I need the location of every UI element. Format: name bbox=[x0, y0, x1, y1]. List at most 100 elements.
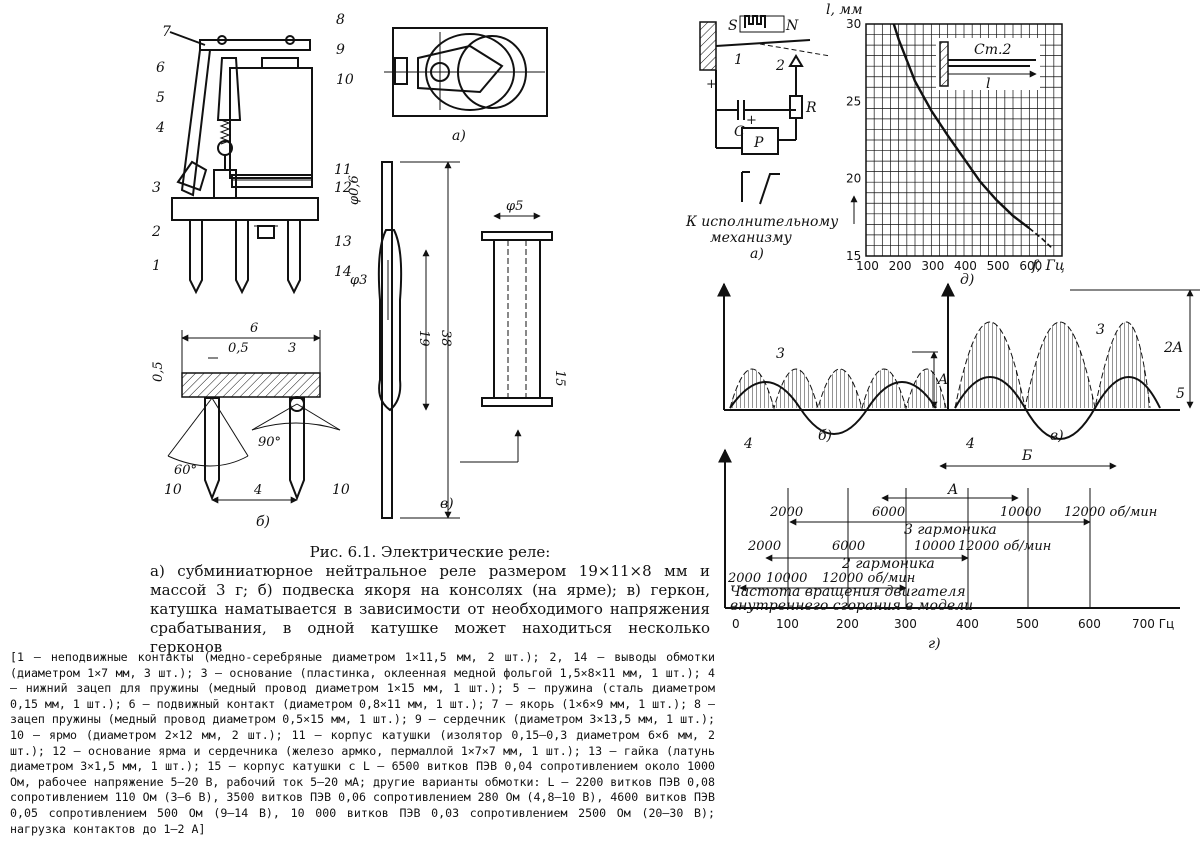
h3-12000: 12000 об/мин bbox=[958, 539, 1051, 554]
y-tick-label: 30 bbox=[846, 17, 861, 31]
h2-12000: 12000 об/мин bbox=[822, 571, 915, 586]
x-tick-label: 600 bbox=[1019, 259, 1042, 273]
harm3-label: 3 гармоника bbox=[904, 522, 997, 538]
wave-v-label-2A: 2A bbox=[1163, 340, 1183, 356]
series-line bbox=[892, 23, 1031, 230]
axis-700: 700 Гц bbox=[1132, 617, 1174, 631]
x-tick-label: 300 bbox=[921, 259, 944, 273]
inset-label-l: l bbox=[986, 76, 990, 92]
series-line-extrapolated bbox=[1028, 227, 1053, 249]
dim-phi06: φ0,6 bbox=[347, 175, 362, 205]
relay-top-view: а) bbox=[384, 27, 548, 144]
label-7: 7 bbox=[162, 24, 171, 40]
label-8: 8 bbox=[336, 12, 345, 28]
label-13: 13 bbox=[334, 234, 352, 250]
sub-v-reed: в) bbox=[440, 496, 454, 512]
h1-2000: 2000 bbox=[769, 505, 803, 520]
label-9: 9 bbox=[336, 42, 345, 58]
chart-xlabel: f, Гц bbox=[1031, 258, 1065, 274]
battery-plus: + bbox=[706, 77, 717, 92]
chart-line bbox=[892, 23, 1053, 249]
x-tick-label: 100 bbox=[856, 259, 879, 273]
circuit-caption-1: К исполнительному bbox=[685, 214, 839, 230]
suspension-drawing: 6 0,5 0,5 3 60° 90° 4 10 10 б) bbox=[151, 321, 350, 530]
circuit-caption-2: механизму bbox=[710, 230, 793, 246]
harm2-label: 2 гармоника bbox=[841, 556, 935, 572]
dim-15: 15 bbox=[552, 370, 567, 387]
chart-ylabel: l, мм bbox=[826, 2, 863, 18]
axis-100: 100 bbox=[776, 617, 799, 631]
dim-3: 3 bbox=[288, 341, 296, 356]
dim-4: 4 bbox=[253, 483, 262, 498]
capacitor-plus: + bbox=[746, 113, 757, 128]
relay-drawing bbox=[169, 31, 319, 295]
magnet-N: N bbox=[785, 18, 799, 34]
reed-switch-drawing: φ0,6 φ3 19 38 φ5 15 в) bbox=[347, 161, 567, 519]
frequency-scale: Б A 2000 6000 10000 12000 об/мин 3 гармо… bbox=[718, 448, 1180, 652]
sub-d-chart: д) bbox=[960, 272, 974, 288]
magnet-S: S bbox=[728, 18, 738, 34]
label-1: 1 bbox=[152, 258, 161, 274]
wave-b-label-4: 4 bbox=[743, 436, 753, 452]
y-tick-label: 25 bbox=[846, 94, 861, 108]
chart-grid bbox=[865, 23, 1063, 257]
motor-label-2: внутреннего сгорания в модели bbox=[730, 598, 973, 614]
scale-A: A bbox=[946, 482, 958, 498]
label-5: 5 bbox=[156, 90, 165, 106]
contact-2: 2 bbox=[775, 58, 785, 74]
part-10-right: 10 bbox=[332, 482, 350, 498]
resistor-R: R bbox=[805, 100, 817, 116]
label-4: 4 bbox=[155, 120, 165, 136]
reed-circuit: S N 1 2 R + C + P К исполнительному меха… bbox=[685, 15, 839, 262]
h3-2000: 2000 bbox=[747, 539, 781, 554]
y-tick-label: 20 bbox=[846, 172, 861, 186]
sub-g-scale: г) bbox=[928, 636, 941, 652]
figure-caption: Рис. 6.1. Электрические реле: а) субмини… bbox=[150, 543, 710, 657]
chart-inset: Ст.2 l bbox=[936, 38, 1040, 92]
label-10: 10 bbox=[336, 72, 354, 88]
h1-6000: 6000 bbox=[872, 505, 905, 520]
h1-10000: 10000 bbox=[1000, 505, 1041, 520]
caption-title: Рис. 6.1. Электрические реле: bbox=[309, 543, 551, 561]
y-tick-label: 15 bbox=[846, 249, 861, 263]
sub-a-top: а) bbox=[452, 128, 466, 144]
axis-300: 300 bbox=[894, 617, 917, 631]
h2-2000: 2000 bbox=[727, 571, 761, 586]
angle-60: 60° bbox=[174, 463, 197, 478]
label-3: 3 bbox=[152, 180, 161, 196]
sub-v-wave: в) bbox=[1050, 428, 1064, 444]
sub-a-circuit: а) bbox=[750, 246, 764, 262]
scale-B: Б bbox=[1021, 448, 1032, 464]
inset-label-st2: Ст.2 bbox=[974, 42, 1011, 58]
axis-400: 400 bbox=[956, 617, 979, 631]
waveforms: 3 4 A б) 3 4 2A 5 в) bbox=[717, 282, 1200, 452]
relay-P: P bbox=[753, 135, 764, 151]
dim-05: 0,5 bbox=[228, 341, 249, 356]
wave-v-label-5: 5 bbox=[1176, 386, 1185, 402]
label-11: 11 bbox=[334, 162, 352, 178]
dim-38: 38 bbox=[438, 330, 453, 347]
axis-500: 500 bbox=[1016, 617, 1039, 631]
wave-b-label-3: 3 bbox=[776, 346, 785, 362]
h3-6000: 6000 bbox=[832, 539, 865, 554]
capacitor-C: C bbox=[734, 124, 745, 140]
part-10-left: 10 bbox=[164, 482, 182, 498]
motor-label-1: Частота вращения двигателя bbox=[730, 584, 966, 600]
x-tick-label: 400 bbox=[954, 259, 977, 273]
sub-b-suspension: б) bbox=[256, 514, 270, 530]
dim-phi3: φ3 bbox=[350, 273, 367, 288]
wave-v-label-4: 4 bbox=[965, 436, 975, 452]
h3-10000: 10000 bbox=[914, 539, 955, 554]
caption-text: а) субминиатюрное нейтральное реле разме… bbox=[150, 562, 710, 656]
x-tick-label: 200 bbox=[889, 259, 912, 273]
label-2: 2 bbox=[151, 224, 161, 240]
dim-6: 6 bbox=[250, 321, 258, 336]
label-6: 6 bbox=[156, 60, 165, 76]
parts-legend: [1 — неподвижные контакты (медно-серебря… bbox=[10, 650, 715, 836]
h1-12000: 12000 об/мин bbox=[1064, 505, 1157, 520]
dim-05-vert: 0,5 bbox=[151, 361, 166, 382]
wave-v-label-3: 3 bbox=[1096, 322, 1105, 338]
